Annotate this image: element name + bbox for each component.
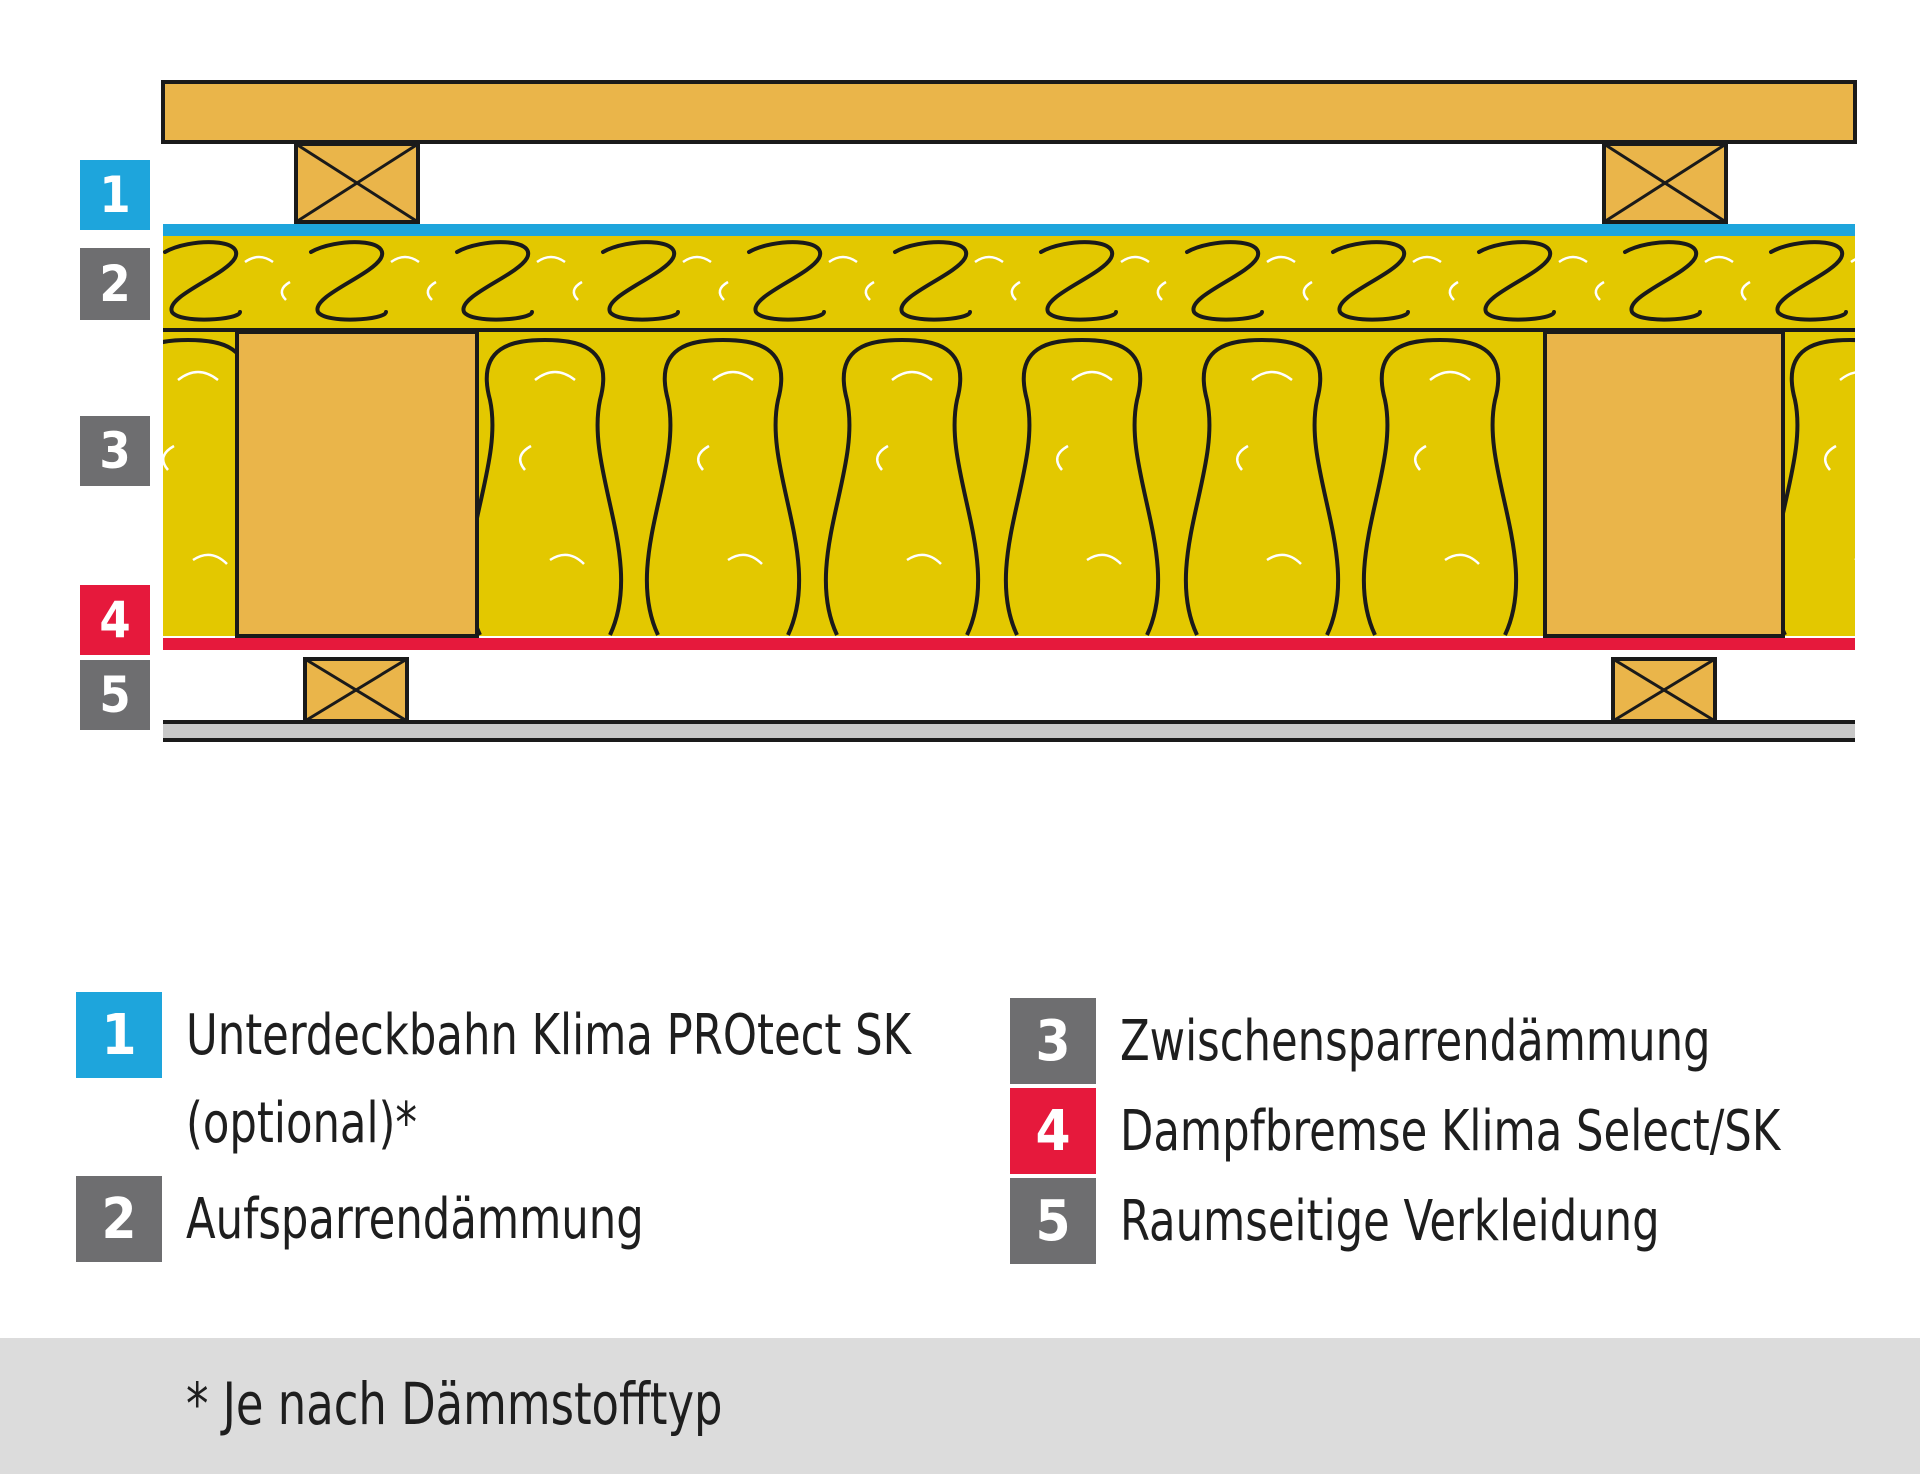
top-insulation-fill: [163, 236, 1855, 330]
legend-badge-4: 4: [1010, 1088, 1096, 1174]
bottom-batten-left: [303, 657, 409, 723]
roof-cross-section-diagram: [161, 80, 1857, 742]
diagram-marker-4: 4: [80, 585, 150, 655]
top-battens: [294, 142, 1728, 224]
legend-item-1: 1 Unterdeckbahn Klima PROtect SK (option…: [76, 992, 1029, 1168]
diagram-marker-5: 5: [80, 660, 150, 730]
diagram-marker-2: 2: [80, 248, 150, 320]
footnote-text: * Je nach Dämmstofftyp: [186, 1370, 723, 1438]
legend-badge-2: 2: [76, 1176, 162, 1262]
top-wood-board: [161, 80, 1857, 144]
underlay-membrane: [163, 224, 1855, 236]
footnote-bar: * Je nach Dämmstofftyp: [0, 1338, 1920, 1474]
inner-board: [163, 724, 1855, 738]
bottom-battens: [303, 657, 1717, 723]
bottom-batten-right: [1611, 657, 1717, 723]
legend-label-3: Zwischensparrendämmung: [1120, 1009, 1711, 1074]
legend-badge-1: 1: [76, 992, 162, 1078]
diagram-marker-1: 1: [80, 160, 150, 230]
blue-membrane: [163, 224, 1855, 236]
legend-label-5: Raumseitige Verkleidung: [1120, 1189, 1660, 1254]
legend-label-4: Dampfbremse Klima Select/SK: [1120, 1099, 1781, 1164]
top-batten-right: [1602, 142, 1728, 224]
legend-badge-5: 5: [1010, 1178, 1096, 1264]
main-insulation-waves: [163, 337, 1855, 636]
legend-item-2: 2 Aufsparrendämmung: [76, 1176, 718, 1264]
legend-badge-3: 3: [1010, 998, 1096, 1084]
rafter-left: [235, 330, 479, 638]
rafters: [235, 330, 1785, 638]
top-batten-left: [294, 142, 420, 224]
diagram-marker-3: 3: [80, 416, 150, 486]
legend-item-5: 5 Raumseitige Verkleidung: [1010, 1178, 1748, 1266]
legend-item-4: 4 Dampfbremse Klima Select/SK: [1010, 1088, 1888, 1176]
over-rafter-insulation: [163, 236, 1855, 332]
top-insulation-waves: [163, 240, 1855, 322]
red-membrane: [163, 638, 1855, 650]
vapour-barrier: [163, 638, 1855, 650]
legend-label-2: Aufsparrendämmung: [186, 1187, 644, 1252]
top-board: [161, 80, 1857, 144]
legend-label-1: Unterdeckbahn Klima PROtect SK (optional…: [186, 1003, 912, 1156]
legend-item-3: 3 Zwischensparrendämmung: [1010, 998, 1807, 1086]
rafter-right: [1543, 330, 1785, 638]
interior-cladding: [163, 720, 1855, 742]
